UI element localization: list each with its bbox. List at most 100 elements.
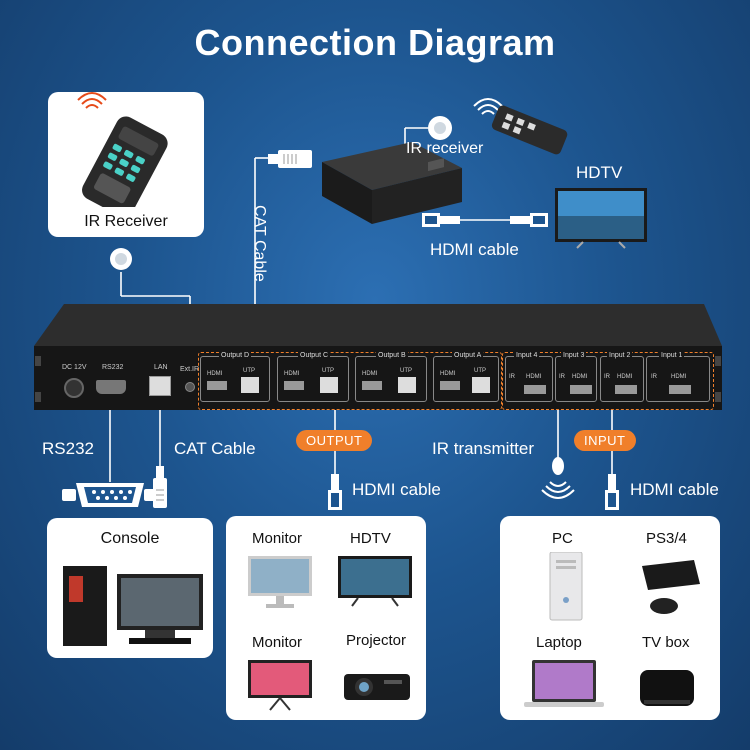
utp-label: UTP [400, 368, 412, 374]
display-monitor2-label: Monitor [252, 634, 303, 651]
utp-port[interactable] [241, 377, 259, 393]
hdmi-port[interactable] [669, 385, 691, 394]
output-badge: OUTPUT [296, 430, 373, 451]
display-hdtv-label: HDTV [350, 530, 391, 547]
output-b: Output B HDMI UTP [355, 352, 427, 402]
monitor-icon [248, 556, 312, 608]
utp-label: UTP [322, 368, 334, 374]
rs232-label: RS232 [42, 439, 94, 458]
hdmi-label: HDMI [671, 374, 687, 380]
mini-remote-icon [473, 98, 568, 155]
output-d: Output D HDMI UTP [200, 352, 270, 402]
device-body [34, 304, 722, 410]
hdmi-cable-top-label: HDMI cable [430, 240, 519, 259]
hdmi-port[interactable] [570, 385, 592, 394]
pc-tower-icon [549, 552, 583, 621]
output-a: Output A HDMI UTP [433, 352, 499, 402]
output-c: Output C HDMI UTP [277, 352, 349, 402]
hdtv-top-label: HDTV [576, 163, 623, 182]
ir-eye-icon [110, 248, 132, 270]
ir-label: IR [651, 374, 657, 380]
hdmi-port[interactable] [440, 381, 460, 390]
matrix-device [34, 300, 722, 414]
input-4: Input 4 IR HDMI [505, 352, 553, 402]
dc-label: DC 12V [62, 364, 87, 371]
display-projector-label: Projector [346, 632, 407, 649]
lan-port[interactable] [149, 376, 171, 396]
source-pc-label: PC [552, 530, 573, 547]
source-laptop-label: Laptop [536, 634, 582, 651]
ir-receiver-eye-icon [428, 116, 452, 140]
utp-label: UTP [243, 368, 255, 374]
hdmi-output-plug-icon [328, 474, 342, 510]
hdmi-label: HDMI [207, 371, 223, 377]
console-label: Console [100, 530, 160, 547]
utp-label: UTP [474, 368, 486, 374]
rj45-bottom-icon [153, 466, 167, 508]
hdmi-plug-right-icon [510, 213, 548, 227]
ir-receiver-label: IR receiver [406, 140, 484, 157]
dc-port-icon[interactable] [64, 378, 84, 398]
utp-port[interactable] [398, 377, 416, 393]
monitor2-icon [248, 660, 312, 711]
hdmi-plug-left-icon [422, 213, 460, 227]
laptop-icon [524, 660, 604, 707]
cat-cable-vertical-label: CAT Cable [251, 205, 268, 282]
ir-label: IR [559, 374, 565, 380]
hdmi-port[interactable] [362, 381, 382, 390]
tv-box-icon [640, 670, 694, 706]
ir-label: IR [509, 374, 515, 380]
utp-port[interactable] [472, 377, 490, 393]
source-tvbox-label: TV box [642, 634, 690, 651]
input-3: Input 3 IR HDMI [555, 352, 597, 402]
hdmi-label: HDMI [440, 371, 456, 377]
ext-ir-port[interactable] [185, 382, 195, 392]
ir-label: IR [604, 374, 610, 380]
input-2: Input 2 IR HDMI [600, 352, 644, 402]
signal-icon [77, 92, 107, 109]
console-card: Console [47, 518, 213, 658]
projector-icon [344, 674, 410, 700]
displays-card: Monitor HDTV Monitor Projector [226, 516, 426, 720]
hdmi-port[interactable] [524, 385, 546, 394]
hdmi-extender-receiver [322, 142, 462, 224]
db9-connector-icon [62, 483, 158, 507]
ir-receiver-card: IR Receiver [48, 92, 204, 237]
utp-port[interactable] [320, 377, 338, 393]
rs232-port[interactable] [96, 380, 126, 394]
input-4-label: Input 4 [514, 352, 540, 359]
hdmi-label: HDMI [617, 374, 633, 380]
hdmi-port[interactable] [207, 381, 227, 390]
hdmi-label: HDMI [526, 374, 542, 380]
lan-label: LAN [154, 364, 168, 371]
hdmi-label: HDMI [284, 371, 300, 377]
rj45-connector-icon [268, 150, 312, 168]
cat-cable-bottom-label: CAT Cable [174, 439, 256, 458]
output-group [198, 352, 502, 410]
output-b-label: Output B [376, 352, 408, 359]
input-1: Input 1 IR HDMI [646, 352, 710, 402]
input-3-label: Input 3 [561, 352, 587, 359]
sources-card: PC PS3/4 Laptop TV box [500, 516, 720, 720]
hdmi-cable-output-label: HDMI cable [352, 480, 441, 499]
ps-console-icon [642, 560, 700, 614]
rs232-port-label: RS232 [102, 364, 124, 371]
hdmi-input-plug-icon [605, 474, 619, 510]
display-monitor-label: Monitor [252, 530, 303, 547]
hdmi-port[interactable] [615, 385, 637, 394]
remote-control-icon [77, 92, 168, 217]
input-badge: INPUT [574, 430, 636, 451]
hdtv-small-icon [338, 556, 412, 607]
output-c-label: Output C [298, 352, 331, 359]
ext-ir-label: Ext.IR [180, 366, 200, 373]
source-ps-label: PS3/4 [646, 530, 687, 547]
hdmi-port[interactable] [284, 381, 304, 390]
hdmi-cable-input-label: HDMI cable [630, 480, 719, 499]
hdmi-label: HDMI [362, 371, 378, 377]
output-a-label: Output A [452, 352, 484, 359]
ir-transmitter-label: IR transmitter [432, 439, 535, 458]
ir-transmitter-icon [541, 457, 575, 499]
page-title: Connection Diagram [194, 22, 556, 63]
input-1-label: Input 1 [659, 352, 685, 359]
ir-receiver-card-label: IR Receiver [84, 213, 168, 230]
